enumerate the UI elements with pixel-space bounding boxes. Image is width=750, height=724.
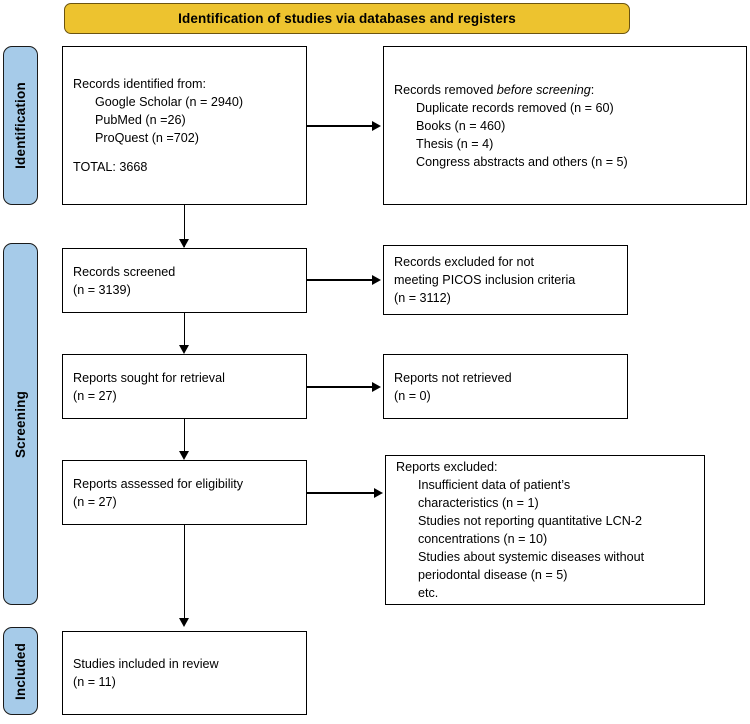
stage-label-screening: Screening xyxy=(3,243,38,605)
connector-identified-to-screened xyxy=(183,205,186,247)
reports-excluded-item-4: Studies about systemic diseases without xyxy=(418,550,645,564)
reports-excluded-item-1: characteristics (n = 1) xyxy=(418,496,539,510)
records-excluded-picos-line-1: Records excluded for not xyxy=(394,255,535,269)
arrowhead-assessed-to-included xyxy=(179,618,189,627)
reports-assessed-line-1: Reports assessed for eligibility xyxy=(73,476,244,491)
records-excluded-picos-line-2: meeting PICOS inclusion criteria xyxy=(394,273,576,287)
connector-sought-to-not-retrieved xyxy=(307,386,373,388)
records-identified-source-1: PubMed (n =26) xyxy=(95,113,186,127)
records-removed-title-suffix: : xyxy=(590,82,595,97)
connector-identified-to-removed xyxy=(307,125,373,127)
records-identified-spacer xyxy=(73,147,296,158)
records-identified-source-2: ProQuest (n =702) xyxy=(95,131,199,145)
records-identified-title: Records identified from: xyxy=(73,77,206,91)
studies-included-line-2: (n = 11) xyxy=(73,675,116,689)
box-reports-sought: Reports sought for retrieval (n = 27) xyxy=(62,354,307,419)
connector-assessed-to-excluded xyxy=(307,492,375,494)
records-screened-line-1: Records screened xyxy=(73,264,176,279)
box-records-excluded-picos: Records excluded for not meeting PICOS i… xyxy=(383,245,628,315)
box-records-identified: Records identified from: Google Scholar … xyxy=(62,46,307,205)
stage-label-screening-text: Screening xyxy=(13,390,29,458)
stage-label-identification: Identification xyxy=(3,46,38,205)
reports-sought-line-1: Reports sought for retrieval xyxy=(73,370,225,385)
arrowhead-identified-to-removed xyxy=(372,120,381,131)
records-removed-item-0: Duplicate records removed (n = 60) xyxy=(416,100,614,115)
records-excluded-picos-line-3: (n = 3112) xyxy=(394,291,451,305)
arrowhead-sought-to-not-retrieved xyxy=(372,381,381,392)
reports-sought-line-2: (n = 27) xyxy=(73,388,117,403)
records-removed-title-prefix: Records removed xyxy=(394,82,497,97)
records-removed-item-1: Books (n = 460) xyxy=(416,118,506,133)
connector-screened-to-sought xyxy=(183,313,186,349)
diagram-header-banner: Identification of studies via databases … xyxy=(64,3,630,34)
box-reports-excluded: Reports excluded: Insufficient data of p… xyxy=(385,455,705,605)
box-records-removed: Records removed before screening: Duplic… xyxy=(383,46,747,205)
arrowhead-screened-to-sought xyxy=(179,345,189,354)
box-records-screened: Records screened (n = 3139) xyxy=(62,248,307,313)
reports-excluded-item-0: Insufficient data of patient’s xyxy=(418,478,571,492)
connector-assessed-to-included xyxy=(183,525,186,621)
reports-excluded-item-5: periodontal disease (n = 5) xyxy=(418,568,568,582)
records-removed-item-3: Congress abstracts and others (n = 5) xyxy=(416,154,628,169)
records-identified-source-0: Google Scholar (n = 2940) xyxy=(95,95,244,109)
reports-excluded-item-3: concentrations (n = 10) xyxy=(418,532,548,546)
reports-excluded-title: Reports excluded: xyxy=(396,460,498,474)
reports-excluded-item-6: etc. xyxy=(418,586,439,600)
reports-not-retrieved-line-2: (n = 0) xyxy=(394,388,431,403)
stage-label-identification-text: Identification xyxy=(13,82,28,169)
records-removed-title: Records removed before screening: xyxy=(394,81,736,99)
arrowhead-assessed-to-excluded xyxy=(374,487,383,498)
records-removed-title-italic: before screening xyxy=(496,82,591,97)
arrowhead-sought-to-assessed xyxy=(179,451,189,460)
box-reports-not-retrieved: Reports not retrieved (n = 0) xyxy=(383,354,628,419)
arrowhead-identified-to-screened xyxy=(179,239,189,248)
diagram-header-title: Identification of studies via databases … xyxy=(178,11,516,26)
records-identified-total: TOTAL: 3668 xyxy=(73,160,148,174)
connector-sought-to-assessed xyxy=(183,419,186,455)
box-studies-included: Studies included in review (n = 11) xyxy=(62,631,307,715)
reports-not-retrieved-line-1: Reports not retrieved xyxy=(394,370,512,385)
box-reports-assessed: Reports assessed for eligibility (n = 27… xyxy=(62,460,307,525)
reports-excluded-item-2: Studies not reporting quantitative LCN-2 xyxy=(418,514,643,528)
reports-assessed-line-2: (n = 27) xyxy=(73,494,117,509)
records-screened-line-2: (n = 3139) xyxy=(73,282,131,297)
connector-screened-to-excluded xyxy=(307,279,373,281)
stage-label-included-text: Included xyxy=(13,642,29,700)
records-removed-item-2: Thesis (n = 4) xyxy=(416,136,494,151)
arrowhead-screened-to-excluded xyxy=(372,274,381,285)
stage-label-included: Included xyxy=(3,627,38,715)
studies-included-line-1: Studies included in review xyxy=(73,657,219,671)
